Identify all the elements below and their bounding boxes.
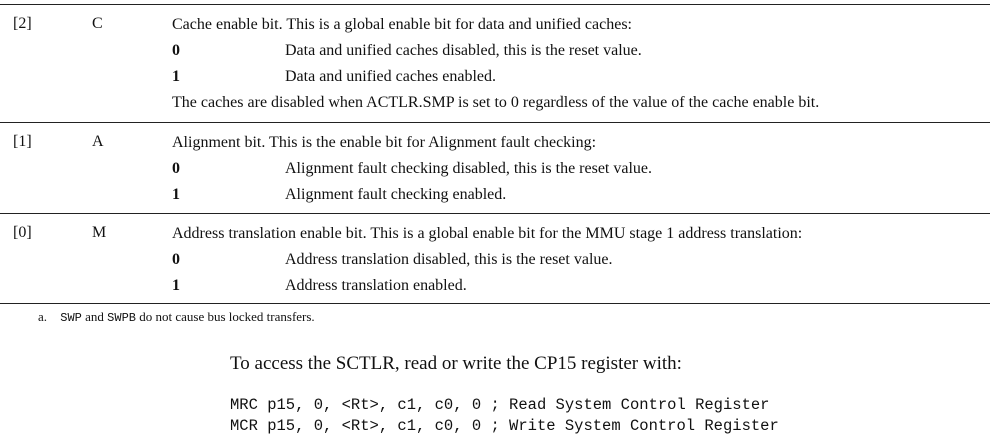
value-description: Address translation disabled, this is th… (285, 251, 613, 268)
value-entry: 1 Address translation enabled. (172, 276, 990, 302)
field-name-cell: M (92, 224, 107, 241)
table-row-bit-2: [2] C Cache enable bit. This is a global… (0, 5, 990, 123)
field-note: The caches are disabled when ACTLR.SMP i… (172, 94, 820, 111)
value-entry: 1 Data and unified caches enabled. (172, 67, 990, 93)
access-instruction-text: To access the SCTLR, read or write the C… (230, 353, 682, 374)
value-entry: 0 Data and unified caches disabled, this… (172, 41, 990, 67)
value-code: 1 (172, 68, 180, 85)
table-footnote: a. SWP and SWPB do not cause bus locked … (38, 309, 315, 325)
description-cell: Alignment bit. This is the enable bit fo… (172, 133, 990, 211)
code-line-mcr: MCR p15, 0, <Rt>, c1, c0, 0 ; Write Syst… (230, 417, 779, 435)
code-block: MRC p15, 0, <Rt>, c1, c0, 0 ; Read Syste… (230, 395, 779, 437)
description-cell: Address translation enable bit. This is … (172, 224, 990, 302)
value-description: Address translation enabled. (285, 277, 467, 294)
value-description: Data and unified caches enabled. (285, 68, 497, 85)
bits-cell: [1] (13, 133, 32, 150)
register-bit-table: [2] C Cache enable bit. This is a global… (0, 4, 990, 304)
field-name-cell: C (92, 15, 103, 32)
value-code: 0 (172, 42, 180, 59)
value-code: 1 (172, 277, 180, 294)
footnote-code-swp: SWP (60, 311, 82, 325)
value-description: Alignment fault checking enabled. (285, 186, 507, 203)
value-code: 0 (172, 251, 180, 268)
field-description: Address translation enable bit. This is … (172, 225, 803, 242)
value-entry: 0 Address translation disabled, this is … (172, 250, 990, 276)
value-entry: 1 Alignment fault checking enabled. (172, 185, 990, 211)
description-cell: Cache enable bit. This is a global enabl… (172, 15, 990, 119)
footnote-code-swpb: SWPB (107, 311, 136, 325)
value-description: Alignment fault checking disabled, this … (285, 160, 653, 177)
value-code: 0 (172, 160, 180, 177)
table-row-bit-1: [1] A Alignment bit. This is the enable … (0, 123, 990, 214)
bits-cell: [2] (13, 15, 32, 32)
bits-cell: [0] (13, 224, 32, 241)
table-row-bit-0: [0] M Address translation enable bit. Th… (0, 214, 990, 304)
field-name-cell: A (92, 133, 104, 150)
value-code: 1 (172, 186, 180, 203)
footnote-and: and (85, 309, 104, 324)
value-description: Data and unified caches disabled, this i… (285, 42, 642, 59)
field-description: Alignment bit. This is the enable bit fo… (172, 134, 597, 151)
field-description: Cache enable bit. This is a global enabl… (172, 16, 632, 33)
footnote-mark: a. (38, 309, 48, 324)
footnote-text: do not cause bus locked transfers. (139, 309, 315, 324)
value-entry: 0 Alignment fault checking disabled, thi… (172, 159, 990, 185)
code-line-mrc: MRC p15, 0, <Rt>, c1, c0, 0 ; Read Syste… (230, 396, 770, 414)
